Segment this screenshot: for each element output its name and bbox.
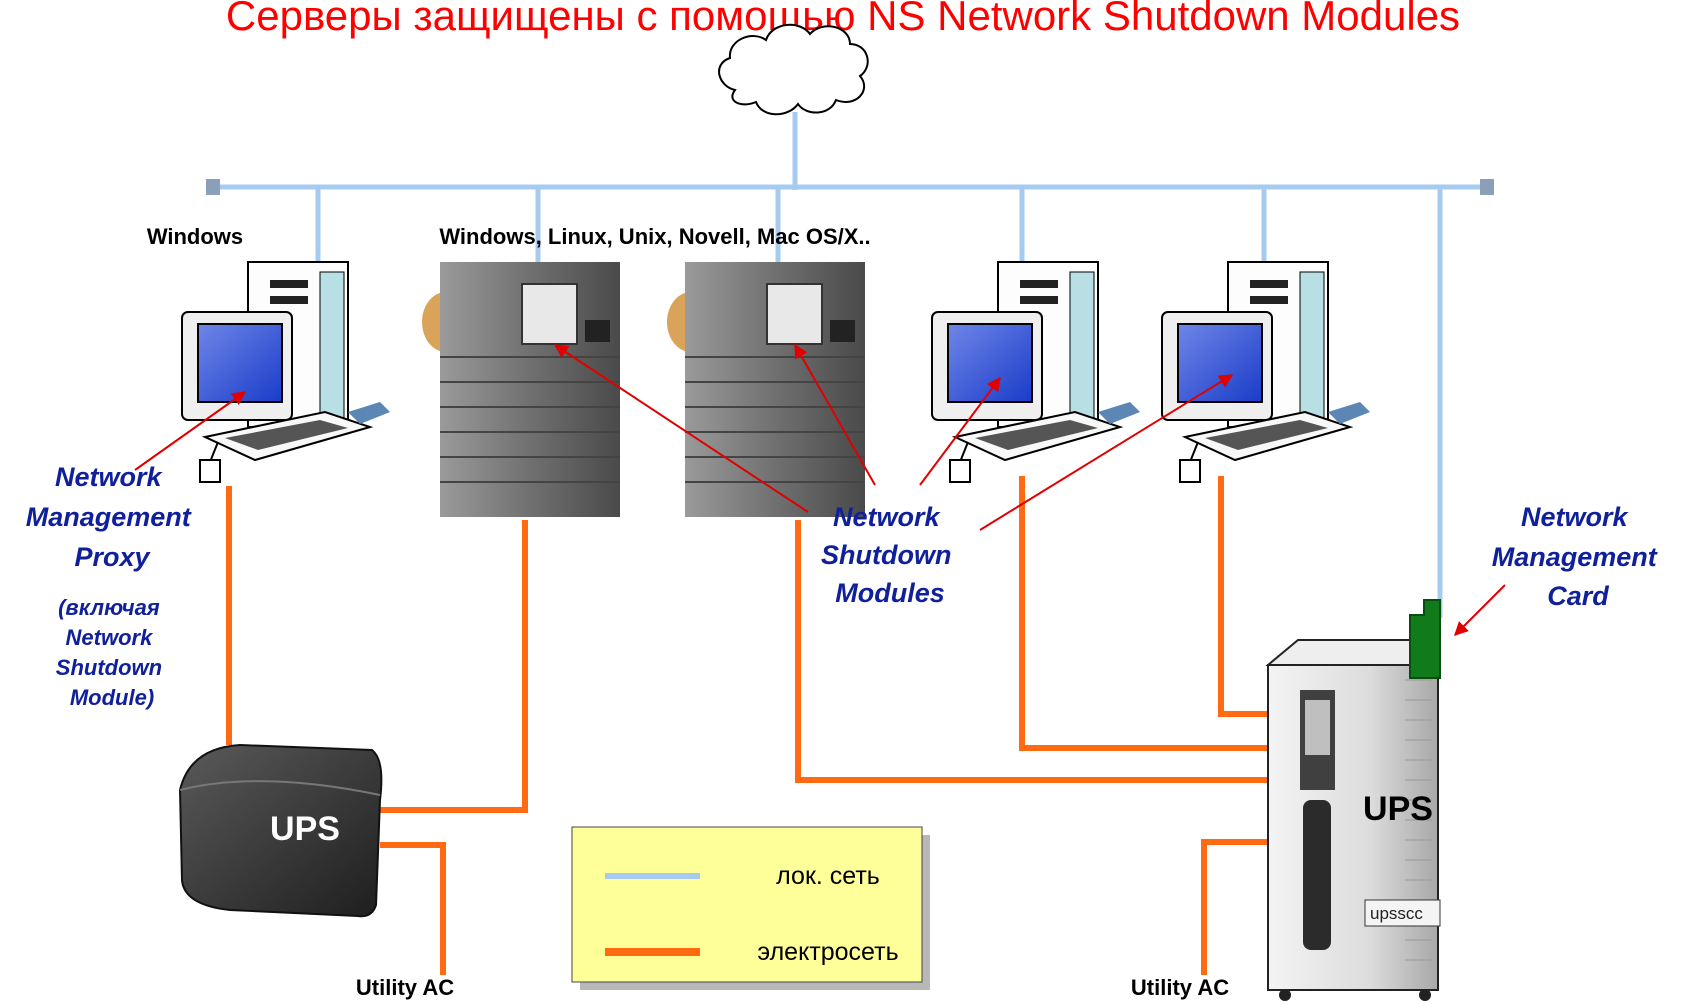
callout-card-line-1: Network (1521, 502, 1630, 532)
server-1 (422, 262, 620, 517)
lan-terminator-left (206, 179, 220, 195)
os-label-windows: Windows (147, 224, 243, 249)
callout-proxy-note-line-4: Module) (70, 685, 154, 710)
server-rack-icon (422, 262, 620, 517)
legend-box (571, 826, 923, 983)
callout-shutdown-line-3: Modules (835, 578, 945, 608)
os-label-multi: Windows, Linux, Unix, Novell, Mac OS/X.. (439, 224, 870, 249)
pointer-card (1454, 584, 1506, 636)
server-rack-icon (667, 262, 865, 517)
callout-proxy-line-1: Network (55, 462, 164, 492)
callout-card-line-2: Management (1492, 542, 1658, 572)
server-2 (667, 262, 865, 517)
callout-proxy-note-line-1: (включая (58, 595, 160, 620)
pointer-server-2 (794, 343, 876, 486)
lan-network (213, 112, 1488, 618)
pointer-server-1 (553, 344, 809, 513)
power-server2-to-ups2 (795, 520, 1268, 783)
ups-small-body-icon (178, 743, 383, 918)
network-management-card-icon (1409, 599, 1441, 679)
power-pc3-to-ups2 (1218, 476, 1268, 717)
legend-lan-label: лок. сеть (776, 862, 880, 890)
pointer-proxy (134, 391, 247, 471)
callout-proxy-note-line-2: Network (66, 625, 155, 650)
utility-ac-right: Utility AC (1131, 975, 1229, 1000)
legend: лок. сеть электросеть (571, 826, 930, 990)
pc-right-1 (931, 261, 1140, 483)
callout-proxy-note-line-3: Shutdown (56, 655, 162, 680)
desktop-computer-icon (1161, 261, 1370, 483)
callout-shutdown-line-1: Network (833, 502, 942, 532)
power-ups2-utility (1201, 839, 1268, 975)
power-network (226, 476, 1268, 975)
pc-windows-proxy (181, 261, 390, 483)
callout-proxy-note: (включая Network Shutdown Module) (56, 595, 168, 710)
ups-large: upsscc UPS (1265, 639, 1441, 1001)
desktop-computer-icon (181, 261, 390, 483)
legend-power-label: электросеть (757, 938, 898, 966)
pointer-pc-right-2 (979, 374, 1234, 531)
pc-right-2 (1161, 261, 1370, 483)
callout-proxy: Network Management Proxy (26, 462, 199, 572)
callout-shutdown: Network Shutdown Modules (821, 502, 959, 608)
desktop-computer-icon (931, 261, 1140, 483)
callout-proxy-line-3: Proxy (74, 542, 151, 572)
ups-large-name-label: upsscc (1370, 904, 1423, 923)
callout-card-line-3: Card (1547, 581, 1609, 611)
callout-card: Network Management Card (1492, 502, 1665, 611)
utility-ac-left: Utility AC (356, 975, 454, 1000)
power-ups1-utility (380, 842, 446, 975)
callout-shutdown-line-2: Shutdown (821, 540, 951, 570)
internet-cloud-icon (718, 23, 869, 116)
callout-pointers (134, 343, 1506, 636)
power-pc2-to-ups2 (1019, 476, 1268, 751)
power-server1-to-ups1 (380, 520, 528, 813)
ups-small: UPS (178, 743, 383, 918)
ups-small-label: UPS (270, 810, 340, 848)
pointer-pc-right-1 (919, 376, 1001, 486)
callout-proxy-line-2: Management (26, 502, 192, 532)
ups-large-body-icon (1267, 664, 1439, 991)
lan-terminator-right (1480, 179, 1494, 195)
ups-large-label: UPS (1363, 790, 1433, 828)
